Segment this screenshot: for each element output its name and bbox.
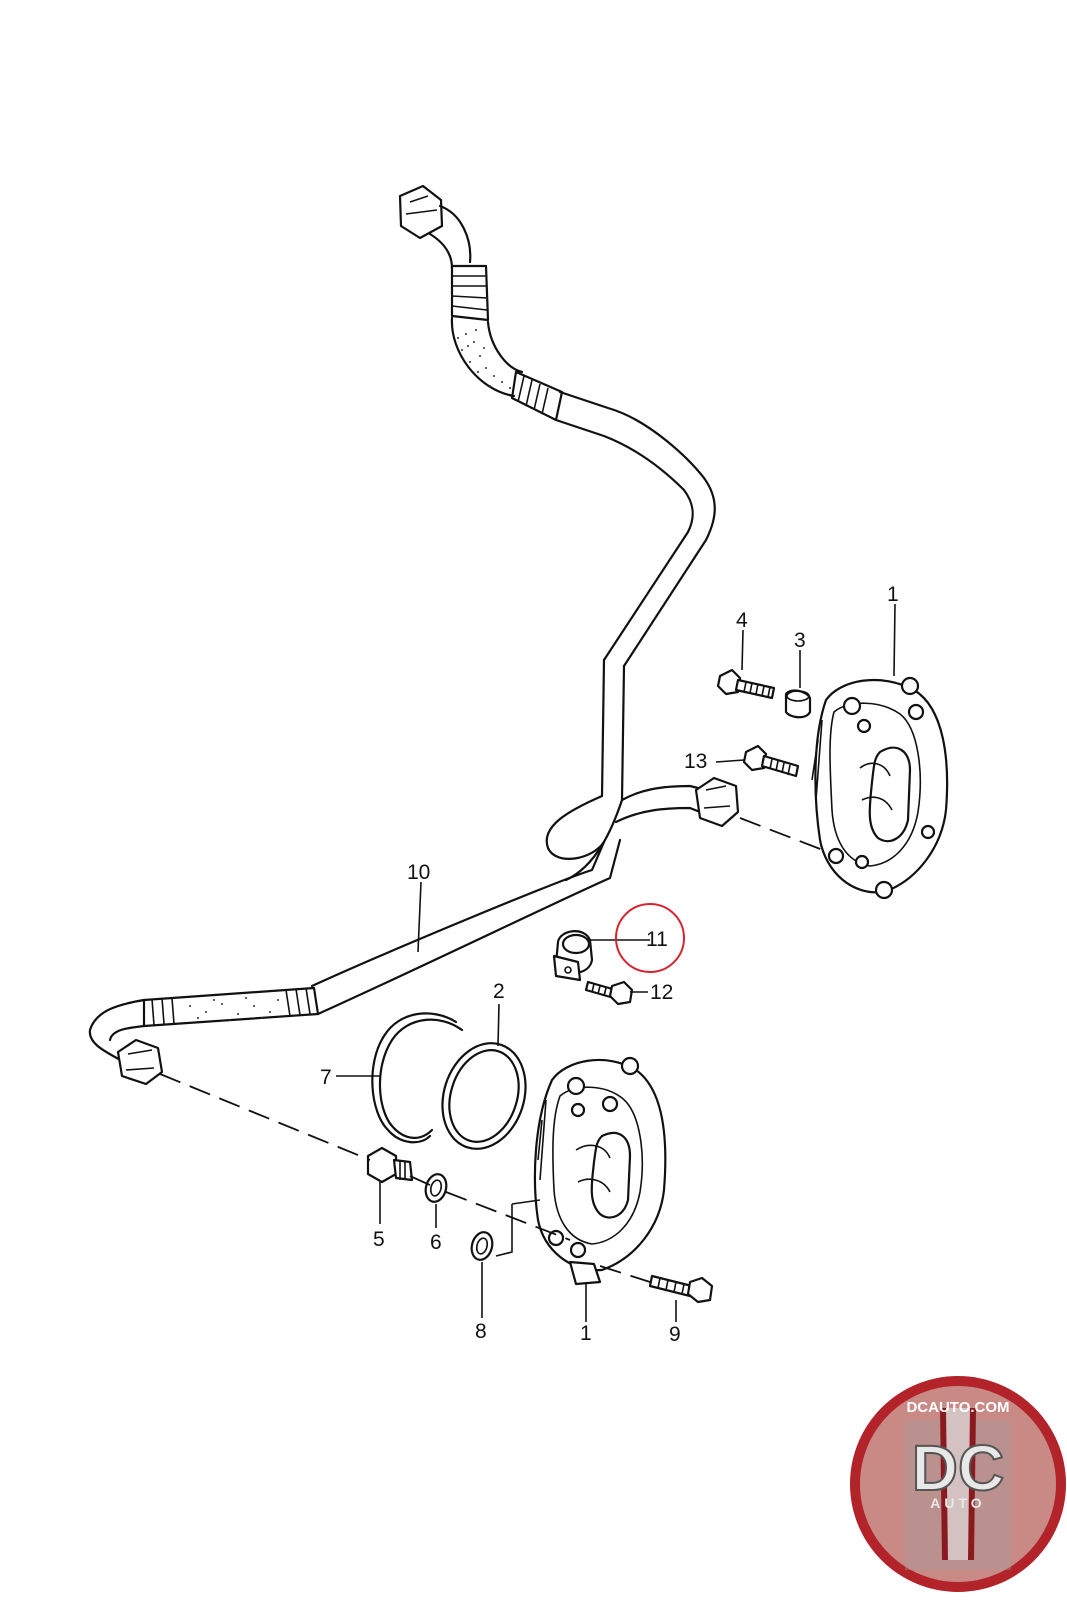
callout-11: 11 xyxy=(646,928,668,951)
corrugated-sleeve-mid xyxy=(510,370,564,422)
assembly-guide-lines xyxy=(159,817,829,1283)
highlight-circle xyxy=(615,903,685,973)
callout-3: 3 xyxy=(794,629,806,652)
callout-10: 10 xyxy=(407,861,430,884)
seal-ring-icon xyxy=(424,1173,448,1203)
callout-9: 9 xyxy=(669,1323,681,1346)
corrugated-sleeve-upper xyxy=(450,264,490,322)
oil-line-icon xyxy=(88,184,740,1086)
fitting-icon xyxy=(398,184,444,240)
callout-6: 6 xyxy=(430,1231,442,1254)
logo-mark-text: DC xyxy=(912,1432,1004,1504)
turbo-housing-icon xyxy=(533,1056,667,1286)
callout-7: 7 xyxy=(320,1066,332,1089)
fitting-icon xyxy=(366,1146,414,1184)
bolt-icon xyxy=(648,1274,714,1304)
seal-ring-icon xyxy=(470,1231,494,1261)
callout-12: 12 xyxy=(650,981,673,1004)
hose-section-upper xyxy=(450,316,524,398)
callout-8: 8 xyxy=(475,1320,487,1343)
logo-word-text: AUTO xyxy=(930,1495,985,1511)
sleeve-icon xyxy=(784,689,812,719)
logo-site-text: DCAUTO.COM xyxy=(906,1399,1009,1416)
fitting-icon xyxy=(116,1038,164,1086)
callout-1-top: 1 xyxy=(887,583,899,606)
callout-2: 2 xyxy=(493,980,505,1003)
o-ring-icon xyxy=(371,1012,464,1144)
bolt-icon xyxy=(584,980,634,1006)
callout-5: 5 xyxy=(373,1228,385,1251)
turbo-housing-icon xyxy=(811,676,949,900)
o-ring-icon xyxy=(441,1042,527,1150)
callout-4: 4 xyxy=(736,609,748,632)
leader-lines xyxy=(336,603,896,1322)
bolt-icon xyxy=(716,668,776,700)
callout-1-bottom: 1 xyxy=(580,1322,592,1345)
callout-13: 13 xyxy=(684,750,707,773)
clamp-icon xyxy=(552,930,594,982)
dcauto-logo: DCAUTO.COM DC AUTO xyxy=(850,1376,1066,1592)
hose-section-lower xyxy=(142,986,320,1028)
fitting-icon xyxy=(694,776,740,828)
bolt-icon xyxy=(742,744,800,778)
